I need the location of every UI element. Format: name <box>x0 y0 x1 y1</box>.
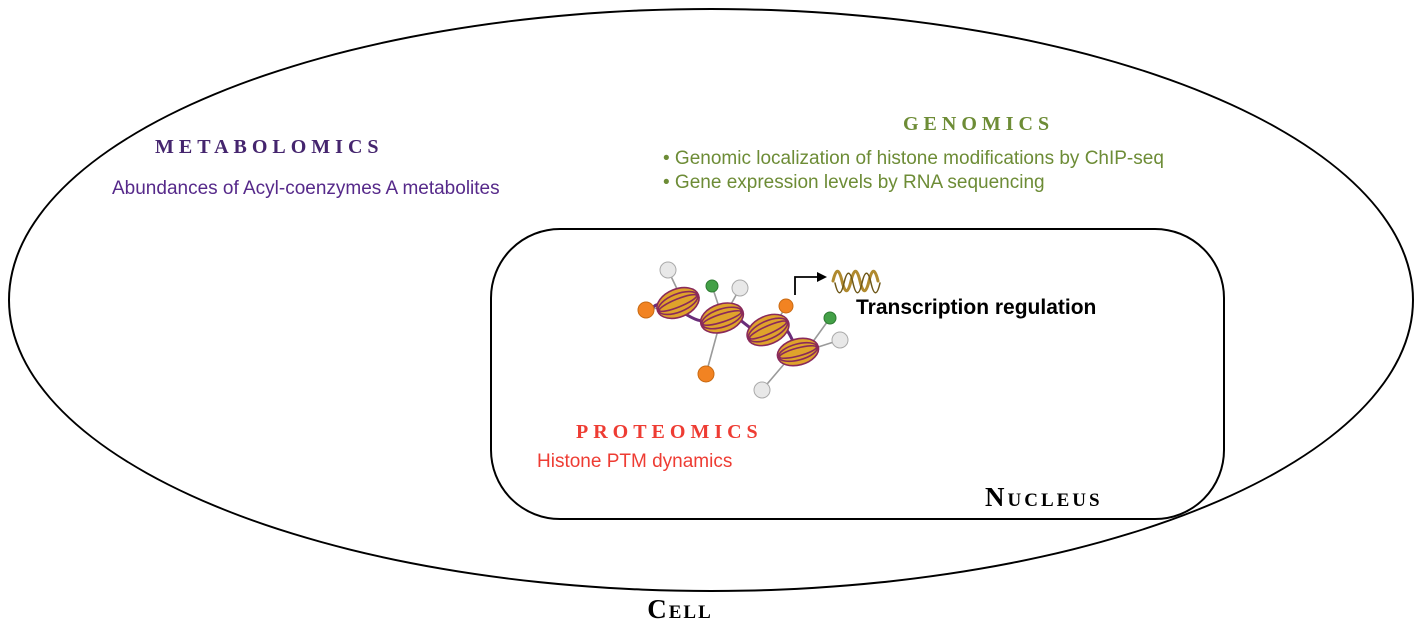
nucleus-label: Nucleus <box>985 482 1103 512</box>
cell-label: Cell <box>647 594 713 624</box>
chromatin-nucleosome-illustration <box>637 261 881 399</box>
metabolomics-subtitle: Abundances of Acyl-coenzymes A metabolit… <box>112 178 500 199</box>
ptm-marks-orange <box>637 298 794 383</box>
ptm-marks-green <box>705 279 837 325</box>
transcription-arrow-icon <box>794 272 827 295</box>
genomics-bullet-chipseq: • Genomic localization of histone modifi… <box>663 148 1164 169</box>
proteomics-subtitle: Histone PTM dynamics <box>537 451 733 472</box>
rna-squiggle-icon <box>831 269 881 294</box>
nucleus-outline <box>490 228 1225 520</box>
genomics-bullet-rnaseq: • Gene expression levels by RNA sequenci… <box>663 172 1045 193</box>
ptm-marks-white <box>659 261 849 399</box>
metabolomics-title: METABOLOMICS <box>155 136 384 158</box>
nucleosome-discs <box>656 286 820 367</box>
genomics-title: GENOMICS <box>903 113 1055 135</box>
transcription-regulation-label: Transcription regulation <box>856 296 1097 319</box>
proteomics-title: PROTEOMICS <box>576 421 763 443</box>
cell-membrane-outline <box>8 8 1414 592</box>
